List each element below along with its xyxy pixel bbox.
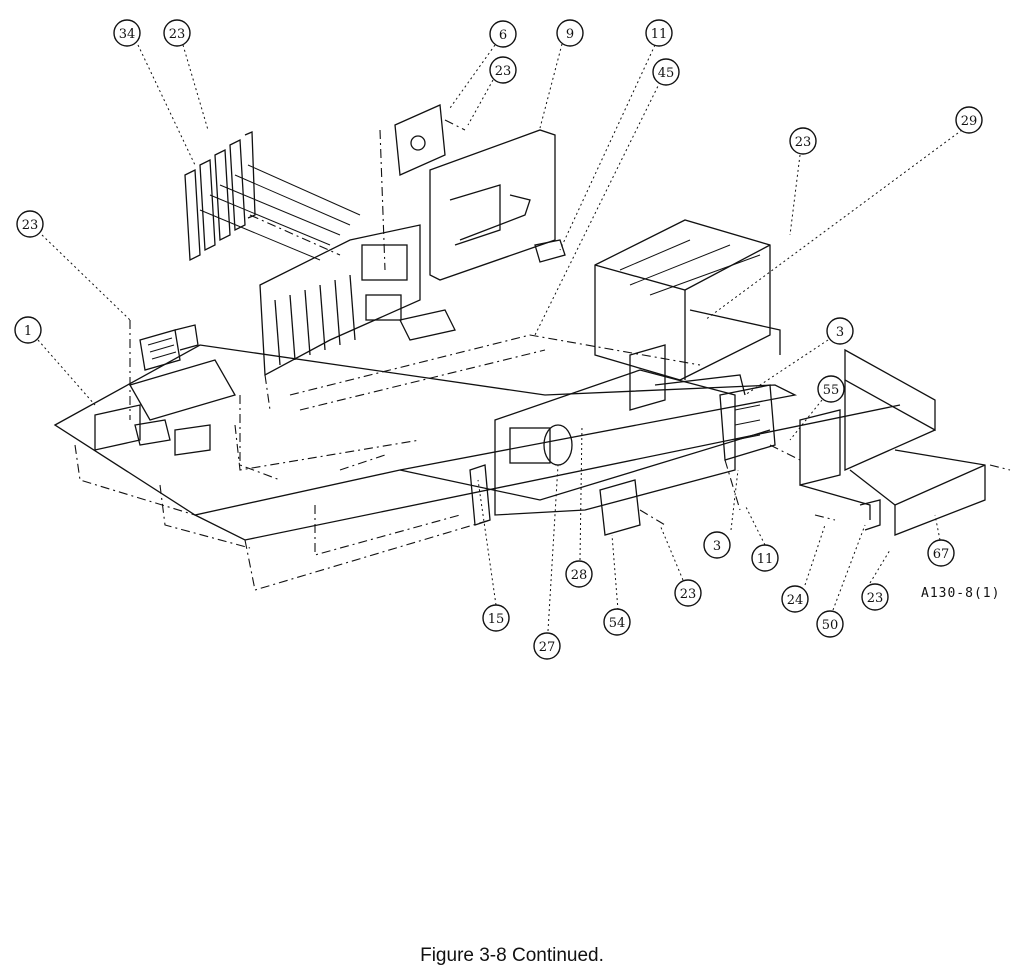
- callout-23-label: 23: [867, 591, 884, 606]
- leader-lines: [37, 43, 963, 632]
- power-supply: [594, 219, 781, 381]
- callouts: 34 23 6 23 9 11 45 29: [14, 19, 983, 660]
- callout-3-upper: 3: [826, 317, 854, 345]
- callout-50-label: 50: [822, 618, 839, 633]
- callout-27-label: 27: [539, 640, 556, 655]
- expansion-cards: [184, 131, 361, 262]
- callout-45-label: 45: [658, 66, 675, 81]
- callout-23-bottom-center: 23: [674, 579, 702, 607]
- drive-box: [844, 348, 1011, 536]
- callout-29-label: 29: [961, 114, 978, 129]
- callout-23-label: 23: [680, 587, 697, 602]
- front-panel: [494, 344, 776, 516]
- side-rail: [469, 464, 491, 526]
- callout-54-label: 54: [609, 616, 626, 631]
- callout-67: 67: [927, 539, 955, 567]
- callout-23-label: 23: [169, 27, 186, 42]
- drive-shelf: [769, 409, 881, 531]
- callout-1-label: 1: [24, 324, 32, 339]
- callout-23-label: 23: [22, 218, 39, 233]
- callout-11-top: 11: [645, 19, 673, 47]
- callout-55-label: 55: [823, 383, 840, 398]
- callout-54: 54: [603, 608, 631, 636]
- callout-28: 28: [565, 560, 593, 588]
- callout-6-label: 6: [499, 28, 507, 43]
- callout-23-top-left: 23: [163, 19, 191, 47]
- callout-11-lower: 11: [751, 544, 779, 572]
- figure-caption: Figure 3-8 Continued.: [420, 945, 604, 966]
- card-cage: [259, 224, 456, 411]
- callout-23-top-center: 23: [489, 56, 517, 84]
- callout-15: 15: [482, 604, 510, 632]
- circuit-board-assembly: [94, 320, 281, 481]
- callout-50: 50: [816, 610, 844, 638]
- mounting-bracket: [394, 104, 466, 176]
- callout-9-label: 9: [566, 27, 574, 42]
- callout-29: 29: [955, 106, 983, 134]
- callout-23-bottom-right: 23: [861, 583, 889, 611]
- callout-24-label: 24: [787, 593, 804, 608]
- callout-45: 45: [652, 58, 680, 86]
- callout-23-label: 23: [795, 135, 812, 150]
- callout-34: 34: [113, 19, 141, 47]
- callout-55: 55: [817, 375, 845, 403]
- callout-3-lower: 3: [703, 531, 731, 559]
- callout-23-right: 23: [789, 127, 817, 155]
- callout-3-label: 3: [836, 325, 844, 340]
- drawing-code: A130-8(1): [921, 586, 1001, 601]
- callout-23-label: 23: [495, 64, 512, 79]
- callout-6: 6: [489, 20, 517, 48]
- callout-9: 9: [556, 19, 584, 47]
- callout-11-label: 11: [757, 552, 774, 567]
- small-bracket: [599, 479, 666, 536]
- callout-28-label: 28: [571, 568, 588, 583]
- rear-panel: [379, 129, 566, 281]
- chassis-base: [53, 334, 901, 591]
- callout-1: 1: [14, 316, 42, 344]
- parts-drawing: [53, 104, 1011, 591]
- callout-23-left: 23: [16, 210, 44, 238]
- callout-11-label: 11: [651, 27, 668, 42]
- callout-67-label: 67: [933, 547, 950, 562]
- callout-3-label: 3: [713, 539, 721, 554]
- callout-24: 24: [781, 585, 809, 613]
- callout-15-label: 15: [488, 612, 505, 627]
- callout-34-label: 34: [119, 27, 136, 42]
- callout-27: 27: [533, 632, 561, 660]
